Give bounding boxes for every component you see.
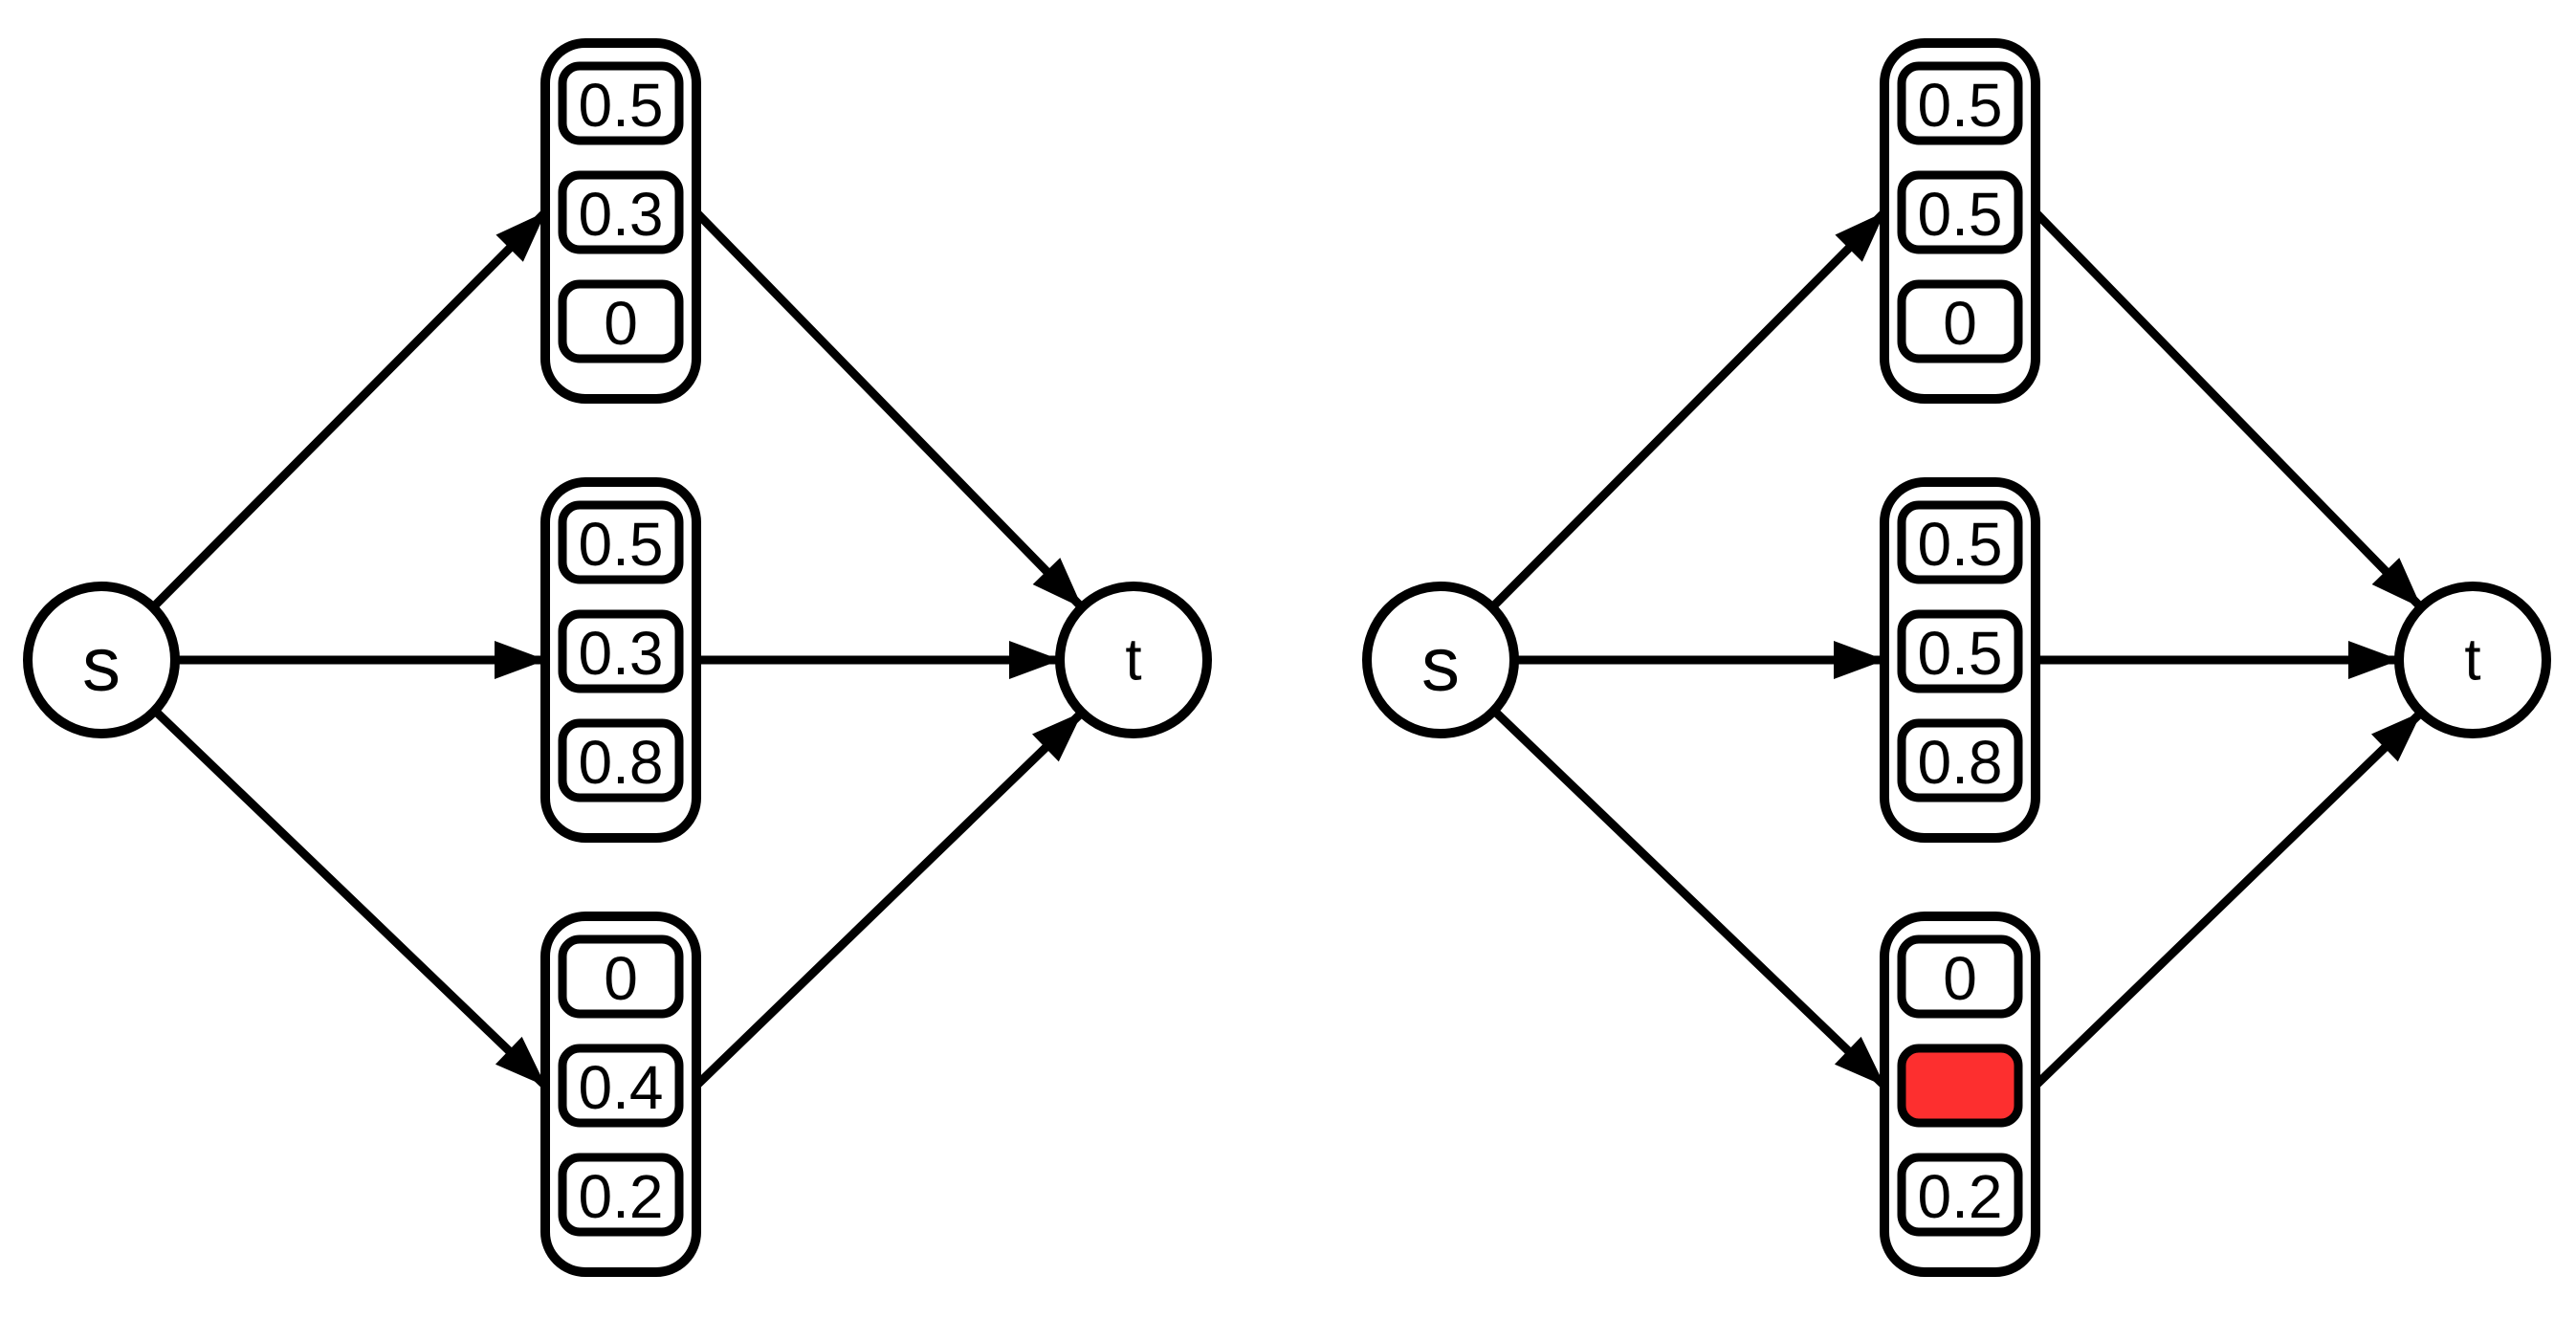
source-node: s — [1362, 582, 1519, 738]
edge-source-to-bottom-branch — [1490, 707, 1888, 1089]
target-node-circle — [2394, 582, 2551, 738]
branch-box-middle: 0.5 0.3 0.8 — [540, 477, 701, 843]
cell — [1897, 934, 2023, 1019]
cell — [1897, 61, 2023, 145]
source-node: s — [23, 582, 180, 738]
cell-highlighted-red — [1897, 1044, 2023, 1128]
edge-top-branch-to-target — [2032, 209, 2425, 611]
branch-box-top: 0.5 0.3 0 — [540, 38, 701, 404]
cell-value: 0.5 — [579, 510, 664, 579]
edge-top-branch-to-target — [693, 209, 1086, 611]
edge-source-to-top-branch — [1488, 209, 1888, 611]
cell-value: 0.8 — [579, 728, 664, 797]
cell-value: 0.2 — [1918, 1162, 2003, 1231]
source-node-label: s — [82, 622, 121, 707]
cell — [558, 500, 684, 584]
cell-value: 0.5 — [1918, 180, 2003, 249]
diagram-left: s t 0.5 0.3 0 0.5 0.3 0.8 — [23, 38, 1212, 1277]
cell-value: 0.5 — [579, 71, 664, 140]
target-node-label: t — [1125, 627, 1141, 693]
source-node-circle — [1362, 582, 1519, 738]
cell-value: 0 — [604, 289, 638, 358]
cell-value: 0.3 — [579, 180, 664, 249]
cell-value: 0.3 — [579, 619, 664, 688]
cell-value: 0.4 — [579, 1053, 664, 1122]
cell — [1897, 170, 2023, 254]
cell-value: 0.2 — [579, 1162, 664, 1231]
cell — [558, 61, 684, 145]
cell — [1897, 500, 2023, 584]
cell — [558, 279, 684, 363]
cell — [1897, 279, 2023, 363]
cell-value: 0.5 — [1918, 71, 2003, 140]
cell — [558, 1153, 684, 1237]
target-node: t — [2394, 582, 2551, 738]
edge-source-to-top-branch — [149, 209, 549, 611]
cell-value: 0 — [1943, 944, 1977, 1013]
cell-value: 0.5 — [1918, 619, 2003, 688]
cell — [1897, 1153, 2023, 1237]
branch-box-bottom: 0 0.4 0.2 — [540, 912, 701, 1277]
branch-box-middle: 0.5 0.5 0.8 — [1880, 477, 2040, 843]
edge-source-to-bottom-branch — [151, 707, 549, 1089]
cell — [558, 609, 684, 693]
cell-value: 0 — [604, 944, 638, 1013]
target-node: t — [1055, 582, 1212, 738]
cell-value: 0.5 — [1918, 510, 2003, 579]
source-node-circle — [23, 582, 180, 738]
cell — [558, 718, 684, 802]
target-node-label: t — [2464, 627, 2480, 693]
cell — [1897, 609, 2023, 693]
branch-box-bottom: 0 0.2 — [1880, 912, 2040, 1277]
cell-value: 0 — [1943, 289, 1977, 358]
cell — [558, 170, 684, 254]
cell — [558, 1044, 684, 1128]
branch-box-top: 0.5 0.5 0 — [1880, 38, 2040, 404]
source-node-label: s — [1421, 622, 1460, 707]
edge-bottom-branch-to-target — [693, 709, 1086, 1089]
cell — [558, 934, 684, 1019]
diagram-right: s t 0.5 0.5 0 0.5 0.5 0.8 — [1362, 38, 2551, 1277]
cell — [1897, 718, 2023, 802]
edge-bottom-branch-to-target — [2032, 709, 2425, 1089]
target-node-circle — [1055, 582, 1212, 738]
cell-value: 0.8 — [1918, 728, 2003, 797]
